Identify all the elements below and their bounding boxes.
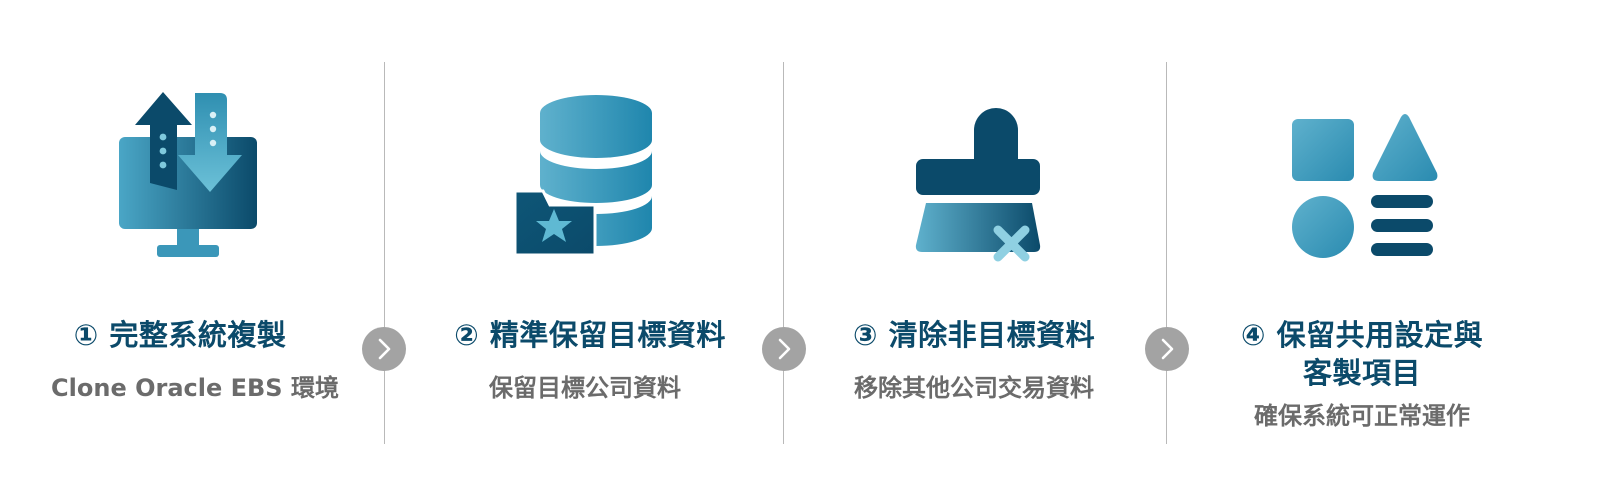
step-4-title: ④ 保留共用設定與 客製項目 bbox=[1197, 316, 1527, 392]
step-1: ① 完整系統複製 Clone Oracle EBS 環境 bbox=[0, 0, 385, 500]
shapes-icon bbox=[1285, 85, 1465, 270]
step-1-subtitle: Clone Oracle EBS 環境 bbox=[51, 374, 339, 402]
monitor-transfer-icon bbox=[105, 85, 285, 270]
chevron-right-icon bbox=[778, 338, 791, 360]
step-2-title: ② 精準保留目標資料 bbox=[454, 318, 726, 352]
next-step-button-3[interactable] bbox=[1145, 327, 1189, 371]
brush-clean-icon bbox=[908, 85, 1088, 270]
divider-2 bbox=[783, 62, 784, 444]
chevron-right-icon bbox=[1161, 338, 1174, 360]
next-step-button-1[interactable] bbox=[362, 327, 406, 371]
next-step-button-2[interactable] bbox=[762, 327, 806, 371]
step-2: ② 精準保留目標資料 保留目標公司資料 bbox=[385, 0, 785, 500]
step-1-title: ① 完整系統複製 bbox=[73, 318, 287, 352]
step-4-subtitle: 確保系統可正常運作 bbox=[1254, 402, 1470, 430]
database-folder-star-icon bbox=[505, 85, 685, 270]
divider-1 bbox=[384, 62, 385, 444]
step-2-subtitle: 保留目標公司資料 bbox=[489, 374, 681, 402]
step-3-title: ③ 清除非目標資料 bbox=[852, 318, 1096, 352]
step-4: ④ 保留共用設定與 客製項目 確保系統可正常運作 bbox=[1167, 0, 1600, 500]
chevron-right-icon bbox=[378, 338, 391, 360]
divider-3 bbox=[1166, 62, 1167, 444]
step-3: ③ 清除非目標資料 移除其他公司交易資料 bbox=[784, 0, 1167, 500]
step-4-title-line1: ④ 保留共用設定與 bbox=[1240, 318, 1484, 352]
step-3-subtitle: 移除其他公司交易資料 bbox=[854, 374, 1094, 402]
step-4-title-line2: 客製項目 bbox=[1302, 356, 1421, 390]
